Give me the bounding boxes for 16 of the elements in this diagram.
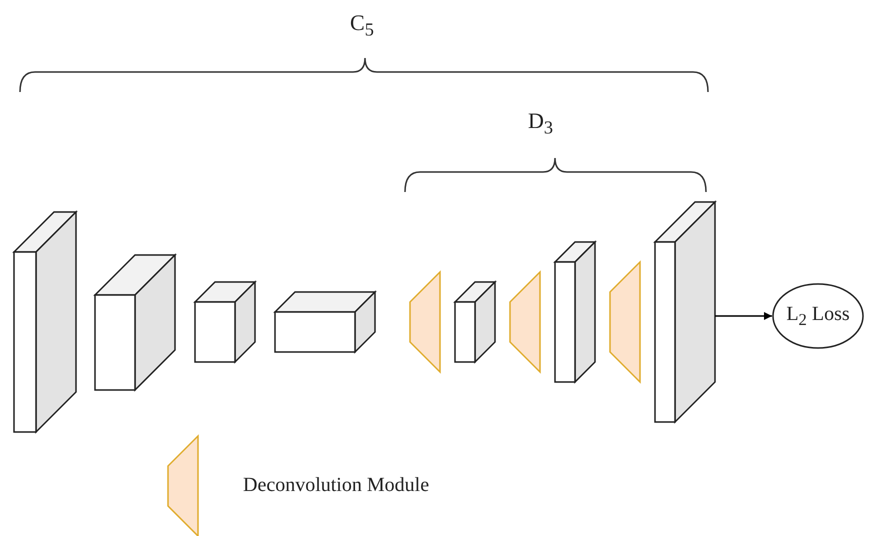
arrow bbox=[715, 312, 772, 320]
layer-block bbox=[273, 290, 377, 354]
layer-block bbox=[193, 280, 257, 364]
layer-block bbox=[93, 253, 177, 392]
deconvolution-module-shape bbox=[509, 270, 541, 374]
loss-ellipse bbox=[772, 283, 864, 349]
legend-label: Deconvolution Module bbox=[243, 474, 430, 497]
layer-block bbox=[453, 280, 497, 364]
layer-block bbox=[653, 200, 717, 424]
brace-label: C$_{5}$ bbox=[350, 10, 374, 40]
deconvolution-module-shape bbox=[409, 270, 441, 374]
layer-block bbox=[12, 210, 78, 434]
node-label: L$_{2}$ Loss bbox=[786, 302, 850, 330]
brace-label: D$_{3}$ bbox=[528, 108, 554, 138]
deconvolution-module-shape bbox=[609, 260, 641, 384]
layer-block bbox=[553, 240, 597, 384]
